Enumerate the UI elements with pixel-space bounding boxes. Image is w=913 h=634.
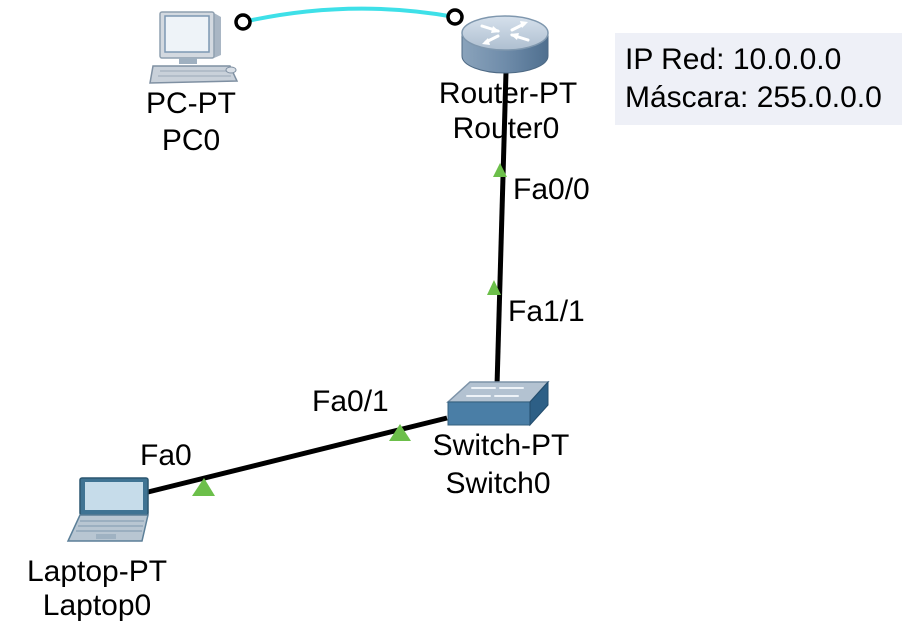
pc-icon[interactable] [149,11,239,84]
link-light-icon [487,280,501,295]
laptop-icon[interactable] [66,477,149,542]
laptop0-model-label: Laptop-PT [26,555,168,588]
port-label-switch-fa0-1: Fa0/1 [312,385,389,418]
link-light-icon [192,478,215,496]
switch0-name-label: Switch0 [445,467,551,500]
note-network-ip: IP Red: 10.0.0.0 [625,43,842,76]
port-label-router-fa0-0: Fa0/0 [513,173,590,206]
port-label-switch-fa1-1: Fa1/1 [508,295,585,328]
switch-icon[interactable] [446,380,550,427]
router0-model-label: Router-PT [438,77,578,110]
pc0-name-label: PC0 [161,124,221,157]
link-endpoint-pc0 [234,13,252,31]
link-light-icon [389,424,411,441]
cable-router0-switch0[interactable] [494,71,509,387]
note-subnet-mask: Máscara: 255.0.0.0 [625,81,882,114]
switch0-model-label: Switch-PT [432,429,570,462]
cable-pc0-router0[interactable] [242,6,456,24]
link-endpoint-router0 [446,8,464,26]
pc0-model-label: PC-PT [146,87,236,120]
router-icon[interactable] [461,15,549,74]
laptop0-name-label: Laptop0 [42,589,152,622]
router0-name-label: Router0 [452,112,560,145]
network-note[interactable]: IP Red: 10.0.0.0 Máscara: 255.0.0.0 [615,33,902,125]
port-label-laptop-fa0: Fa0 [140,439,192,472]
link-light-icon [493,163,507,177]
